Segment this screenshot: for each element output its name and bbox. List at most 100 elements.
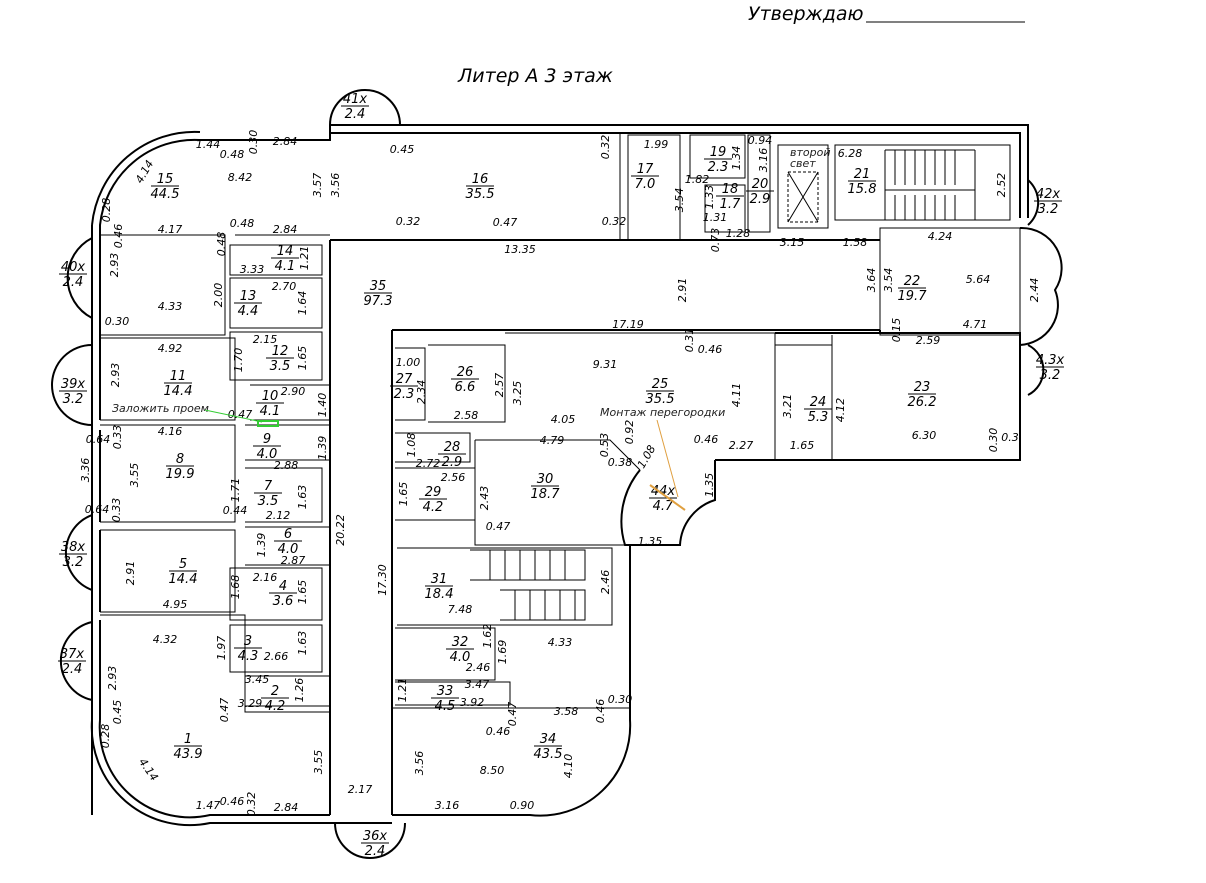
room-area: 3.2 [1038,202,1059,217]
room-number: 2 [271,684,279,699]
dimension-label: 0.64 [86,433,111,446]
dimension-label: 2.90 [281,385,306,398]
room-number: 33 [437,684,454,699]
dimension-label: 1.62 [481,624,494,649]
dimension-label: 2.12 [266,509,291,522]
dimension-label: 0.3 [1001,431,1019,444]
dimension-label: 3.54 [673,188,686,213]
dimension-label: 1.31 [703,211,728,224]
room-area: 3.5 [270,359,291,374]
room-number: 6 [284,527,292,542]
dimension-label: 2.93 [109,363,122,388]
dimension-label: 1.08 [635,443,659,471]
dimension-label: 0.46 [594,699,607,724]
dimension-label: 4.32 [153,633,178,646]
dimension-label: 0.30 [608,693,633,706]
room-number: 15 [157,172,174,187]
dimension-label: 1.64 [296,291,309,316]
dimension-label: 3.33 [240,263,265,276]
dimension-label: 4.14 [133,158,157,186]
dimension-label: 1.26 [293,678,306,703]
dimension-label: 2.70 [272,280,297,293]
room-label: 34.3 [234,634,262,664]
room-number: 1 [184,732,192,747]
room-area: 4.4 [238,304,259,319]
dimension-label: 8.50 [480,764,505,777]
dimension-label: 1.47 [196,799,221,812]
partition-note: Монтаж перегородки [600,406,725,419]
dimension-label: 2.93 [108,253,121,278]
dimension-label: 0.38 [608,456,633,469]
room-label: 324.0 [446,635,474,665]
room-area: 2.4 [365,844,386,859]
room-number: 28 [444,440,461,455]
room-label: 514.4 [169,557,198,587]
room-label: 144.1 [271,244,299,274]
dimension-label: 0.30 [105,315,130,328]
room-label: 272.3 [390,372,418,402]
dimension-label: 1.99 [644,138,669,151]
dimension-label: 0.48 [220,148,245,161]
room-label: 134.4 [234,289,262,319]
dimension-label: 1.33 [703,185,716,210]
dimension-label: 0.44 [223,504,248,517]
room-number: 3 [244,634,252,649]
dimension-label: 3.58 [554,705,579,718]
room-number: 19 [710,145,727,160]
dimension-label: 0.46 [698,343,723,356]
room-label: 94.0 [253,432,281,462]
dimension-label: 1.35 [638,535,663,548]
dimension-label: 2.46 [466,661,491,674]
dimension-label: 2.46 [599,570,612,595]
dimension-label: 1.00 [396,356,421,369]
dimension-label: 4.92 [158,342,183,355]
dimension-label: 4.24 [928,230,953,243]
room-label: 334.5 [431,684,459,714]
dimension-label: 3.21 [781,394,794,419]
room-label: 123.5 [266,344,294,374]
dimension-label: 0.73 [709,228,722,253]
room-area: 26.2 [908,395,937,410]
dimension-label: 0.47 [493,216,518,229]
dimension-label: 0.32 [602,215,627,228]
dimension-label: 3.57 [311,173,324,198]
dimension-label: 1.21 [298,246,311,271]
walls [51,89,1063,859]
dimension-label: 5.64 [966,273,991,286]
room-label: 819.9 [166,452,195,482]
room-number: 35 [370,279,387,294]
dimension-label: 2.52 [995,173,1008,198]
dimension-label: 0.48 [215,232,228,257]
room-area: 2.3 [708,160,729,175]
room-label: 192.3 [704,145,732,175]
dimension-label: 1.39 [255,533,268,558]
dimension-label: 2.27 [729,439,754,452]
dimension-label: 2.59 [916,334,941,347]
dimension-label: 1.28 [726,227,751,240]
dimension-label: 1.65 [397,482,410,507]
dimension-label: 17.19 [612,318,644,331]
dimension-label: 3.56 [413,751,426,776]
dimension-label: 0.64 [85,503,110,516]
dimension-label: 2.93 [106,666,119,691]
dimension-label: 0.48 [230,217,255,230]
dimension-label: 0.46 [112,224,125,249]
dimension-label: 0.94 [748,134,773,147]
room-area: 2.4 [345,107,366,122]
room-number: 26 [457,365,474,380]
dimension-label: 0.32 [599,135,612,160]
partition-arrow [656,419,679,498]
dimension-label: 0.46 [486,725,511,738]
dimension-label: 2.57 [493,373,506,398]
dimension-label: 2.84 [273,223,298,236]
room-number: 18 [722,182,739,197]
room-area: 1.7 [720,197,741,212]
dimension-label: 4.33 [158,300,183,313]
